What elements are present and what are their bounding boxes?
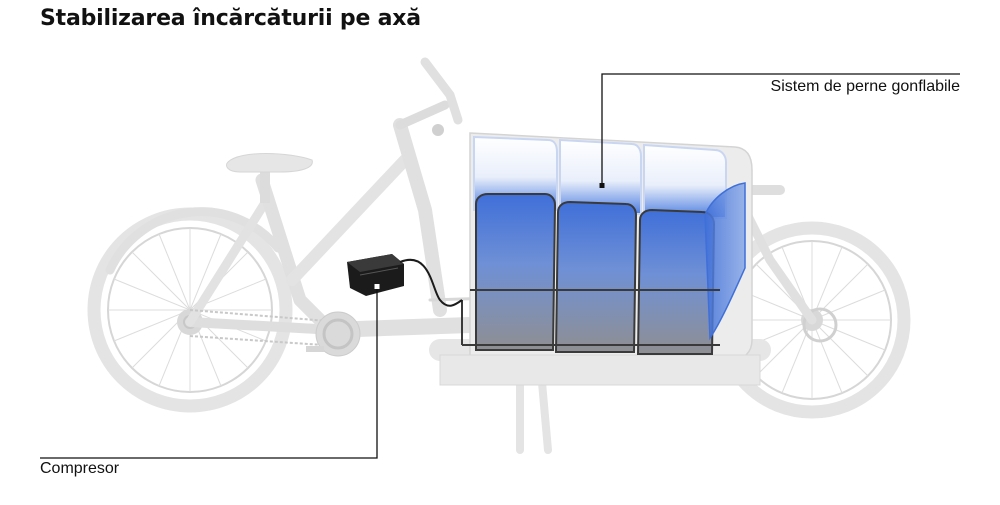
rear-fender bbox=[105, 207, 283, 275]
top-tube bbox=[286, 154, 411, 286]
inflatable-cushion-system bbox=[461, 135, 746, 355]
compressor-vent bbox=[359, 267, 399, 276]
head-tube bbox=[393, 118, 447, 317]
saddle bbox=[226, 153, 313, 173]
cargo-box-floor bbox=[439, 354, 761, 386]
air-hose-manifold bbox=[461, 289, 720, 346]
compressor-leader-dot bbox=[374, 284, 380, 289]
chainring bbox=[322, 318, 354, 350]
chain-stay bbox=[185, 317, 340, 335]
front-cushion-3 bbox=[636, 208, 716, 355]
front-disc-brake bbox=[802, 307, 838, 343]
cushion-system-label: Sistem de perne gonflabile bbox=[770, 78, 960, 95]
front-cushion-1 bbox=[475, 193, 557, 351]
callout-lines bbox=[40, 73, 960, 459]
front-cushion-2 bbox=[554, 200, 638, 353]
compressor-leader-line bbox=[40, 286, 378, 459]
seat-post bbox=[260, 168, 270, 203]
back-cushion-1 bbox=[473, 135, 558, 211]
compressor-top bbox=[347, 254, 404, 272]
compressor-hose bbox=[399, 258, 463, 307]
pedal bbox=[306, 346, 324, 352]
chain bbox=[189, 309, 341, 347]
saddle-assembly bbox=[226, 153, 313, 203]
side-cushion bbox=[704, 182, 746, 341]
page-title: Stabilizarea încărcăturii pe axă bbox=[40, 6, 421, 31]
handlebar bbox=[420, 57, 463, 125]
compressor-label: Compresor bbox=[40, 460, 120, 477]
cushion-leader-dot bbox=[599, 183, 605, 188]
seat-stay bbox=[185, 193, 273, 327]
drivetrain bbox=[189, 309, 361, 357]
motor-housing bbox=[315, 311, 361, 357]
handlebar-assembly bbox=[395, 57, 463, 136]
compressor bbox=[347, 254, 463, 307]
back-cushion-2 bbox=[559, 138, 642, 215]
bell bbox=[432, 124, 444, 136]
cushion-leader-line bbox=[601, 73, 960, 185]
stem bbox=[395, 100, 450, 130]
